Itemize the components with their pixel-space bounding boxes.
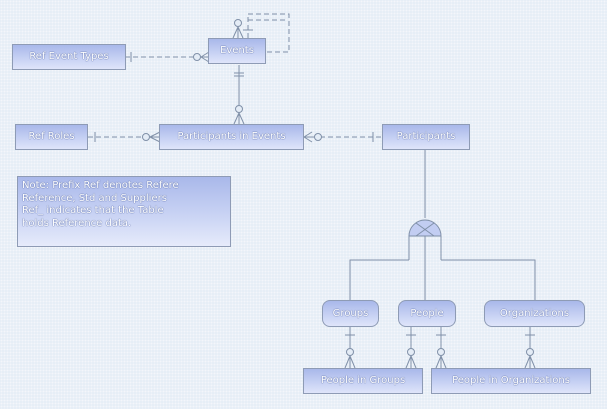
entity-people[interactable]: People	[398, 300, 456, 327]
note-line: Reference, Std and Suppliers	[22, 192, 167, 204]
organizations-people-in-organizations-relationship	[524, 327, 536, 370]
groups-people-in-groups-relationship	[344, 327, 356, 370]
entity-label: People	[410, 307, 444, 319]
note-line: Ref_ indicates that the Table	[22, 205, 164, 216]
participants-participants-in-events-relationship	[303, 131, 382, 143]
events-participants-in-events-relationship	[233, 65, 245, 125]
entity-organizations[interactable]: Organizations	[484, 300, 585, 327]
people-people-in-groups-relationship	[405, 327, 417, 370]
note-line: holds Reference data.	[22, 217, 132, 229]
events-self-relationship	[232, 13, 290, 53]
entity-label: People in Organizations	[452, 375, 570, 386]
note-line: Note: Prefix Ref denotes Refere	[22, 180, 179, 191]
reference-data-note: Note: Prefix Ref denotes Refere Referenc…	[17, 176, 231, 247]
entity-label: Ref Event Types	[29, 51, 109, 62]
entity-label: Groups	[332, 307, 369, 319]
entity-ref-event-types[interactable]: Ref Event Types	[12, 44, 126, 70]
entity-people-in-organizations[interactable]: People in Organizations	[431, 368, 591, 394]
entity-events[interactable]: Events	[208, 38, 266, 64]
entity-people-in-groups[interactable]: People in Groups	[303, 368, 423, 394]
entity-label: Organizations	[499, 307, 570, 319]
people-people-in-organizations-relationship	[435, 327, 447, 370]
entity-label: Events	[220, 45, 254, 56]
entity-label: Ref Roles	[28, 131, 75, 142]
entity-participants-in-events[interactable]: Participants in Events	[159, 124, 304, 150]
entity-label: Participants	[396, 131, 456, 142]
entity-participants[interactable]: Participants	[382, 124, 470, 150]
entity-groups[interactable]: Groups	[322, 300, 379, 327]
participants-subtype-tree	[349, 150, 536, 301]
ref-event-types-events-relationship	[125, 51, 210, 63]
entity-ref-roles[interactable]: Ref Roles	[15, 124, 88, 150]
entity-label: People in Groups	[320, 375, 406, 386]
entity-label: Participants in Events	[177, 131, 286, 142]
ref-roles-participants-in-events-relationship	[88, 131, 161, 143]
